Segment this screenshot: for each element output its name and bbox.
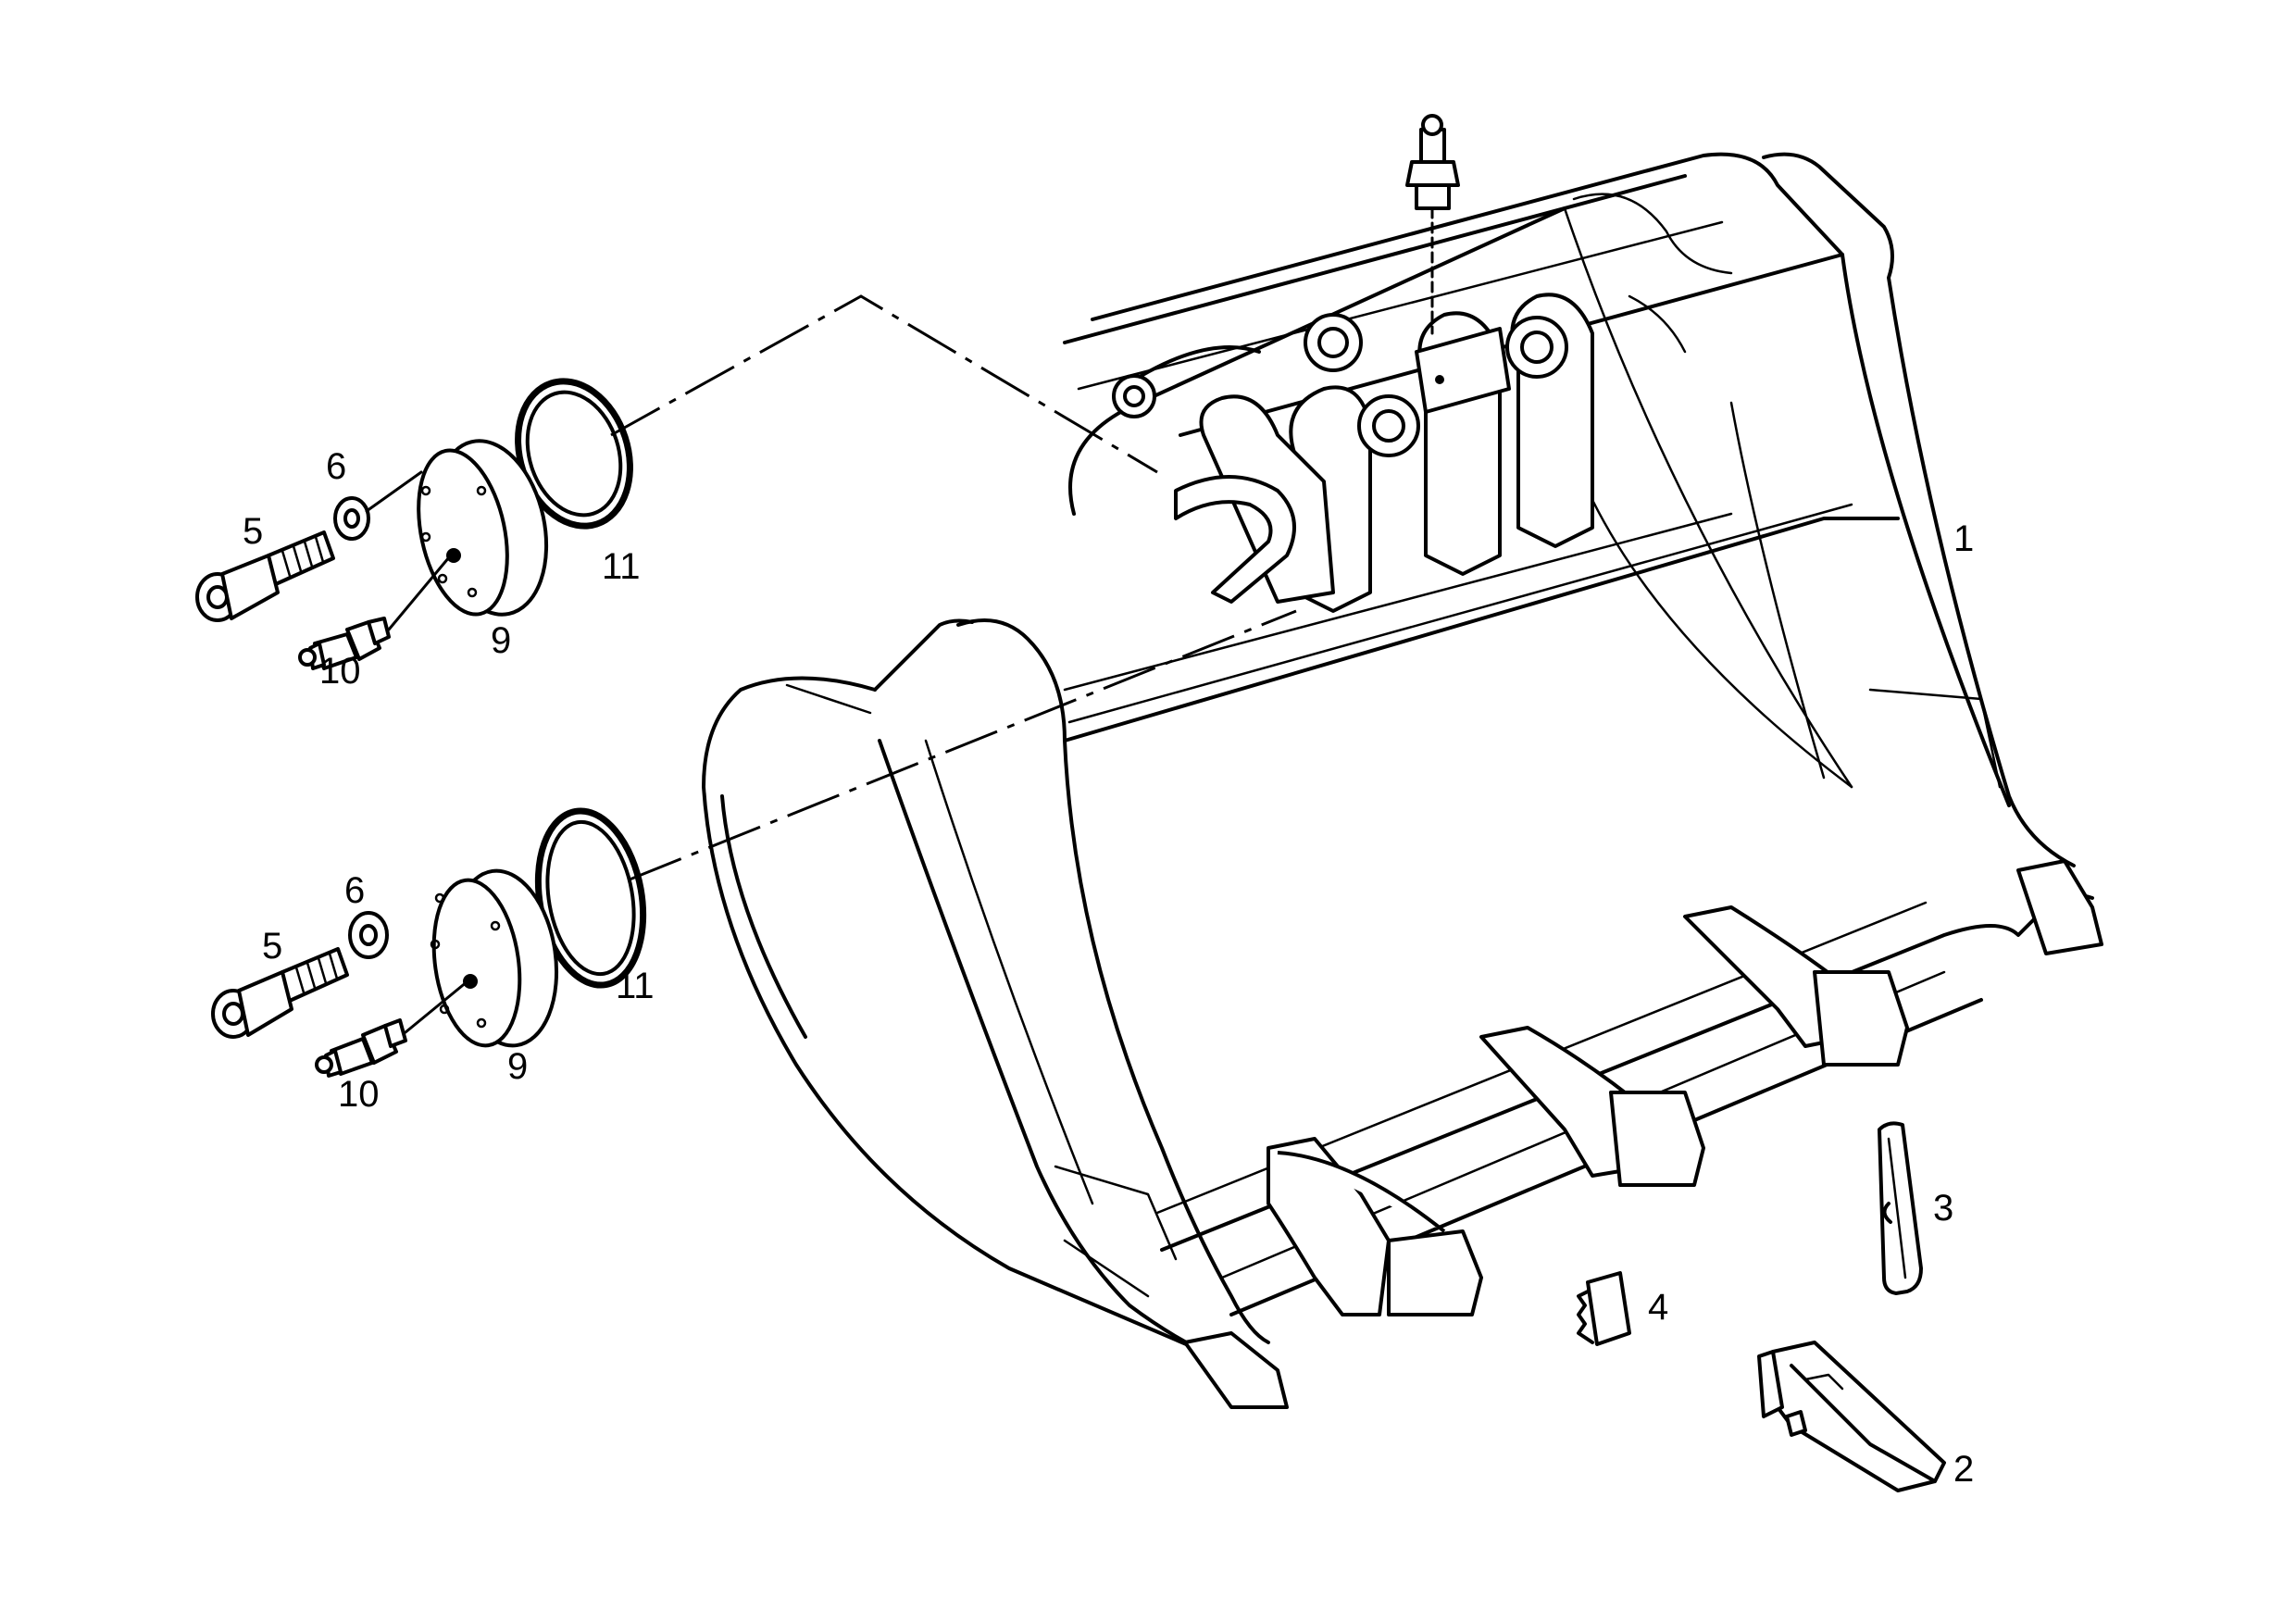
callout-o-ring-upper: 11 [602, 546, 641, 587]
callout-bolt-upper: 5 [243, 511, 263, 552]
retainer[interactable] [1577, 1271, 1631, 1346]
callout-lock-pin: 3 [1933, 1188, 1953, 1229]
grease-nipple-top[interactable] [1405, 114, 1460, 335]
bucket[interactable] [702, 152, 2103, 1409]
washer-upper[interactable] [333, 470, 423, 541]
cover-plate-upper[interactable] [405, 430, 561, 625]
washer-lower[interactable] [348, 911, 389, 959]
lock-pin[interactable] [1878, 1121, 1923, 1295]
tooth-adapter-row [1183, 859, 2103, 1409]
callout-o-ring-lower: 11 [616, 966, 655, 1006]
grease-nipple-upper[interactable] [298, 555, 451, 670]
tooth[interactable] [1757, 1341, 1946, 1492]
callout-grease-nipple-upper: 10 [319, 651, 361, 692]
centerline-upper [610, 294, 1158, 474]
callout-grease-nipple-lower: 10 [338, 1074, 380, 1115]
centerline-lower [629, 609, 1297, 881]
callout-tooth: 2 [1953, 1449, 1974, 1490]
callout-bucket: 1 [1953, 518, 1974, 559]
bolt-upper[interactable] [195, 530, 335, 622]
callout-bolt-lower: 5 [262, 926, 282, 967]
callout-cover-plate-upper: 9 [491, 620, 511, 661]
bolt-lower[interactable] [211, 947, 349, 1039]
callout-cover-plate-lower: 9 [507, 1046, 528, 1087]
callout-washer-upper: 6 [326, 446, 346, 487]
grease-nipple-lower[interactable] [315, 979, 469, 1078]
callout-retainer: 4 [1648, 1287, 1668, 1328]
callout-washer-lower: 6 [344, 870, 365, 911]
cover-plate-lower[interactable] [424, 864, 568, 1052]
